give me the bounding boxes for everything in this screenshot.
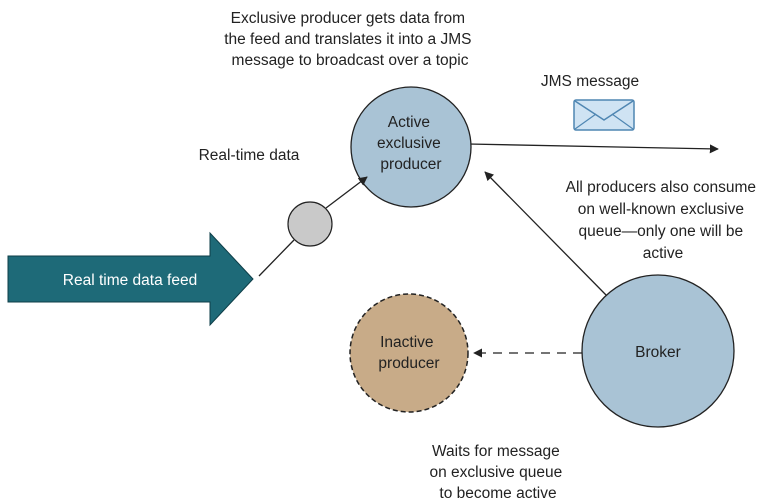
inactive-producer: Inactive producer bbox=[349, 293, 469, 413]
jms-message-label: JMS message bbox=[541, 73, 639, 90]
svg-text:Broker: Broker bbox=[635, 344, 681, 361]
consume-note: All producers also consume on well-known… bbox=[566, 179, 761, 262]
active-exclusive-producer: Active exclusive producer bbox=[350, 86, 472, 208]
dot-to-producer-arrow bbox=[325, 176, 368, 209]
top-caption: Exclusive producer gets data from the fe… bbox=[224, 10, 476, 69]
data-dot bbox=[287, 201, 333, 247]
broker: Broker bbox=[581, 274, 735, 428]
svg-text:Inactive producer: Inactive producer bbox=[378, 334, 439, 372]
svg-text:Active exclusive p: Active exclusive producer bbox=[377, 114, 445, 173]
topic-broadcast-arrow bbox=[467, 143, 719, 154]
svg-text:Real time data feed: Real time data feed bbox=[63, 272, 197, 289]
envelope-icon bbox=[573, 99, 635, 131]
feed-to-dot-line bbox=[258, 239, 295, 277]
wait-note: Waits for message on exclusive queue to … bbox=[429, 443, 566, 502]
real-time-data-label: Real-time data bbox=[199, 147, 300, 164]
broker-to-active-arrow bbox=[484, 171, 608, 297]
real-time-data-feed-arrow: Real time data feed bbox=[7, 231, 254, 327]
